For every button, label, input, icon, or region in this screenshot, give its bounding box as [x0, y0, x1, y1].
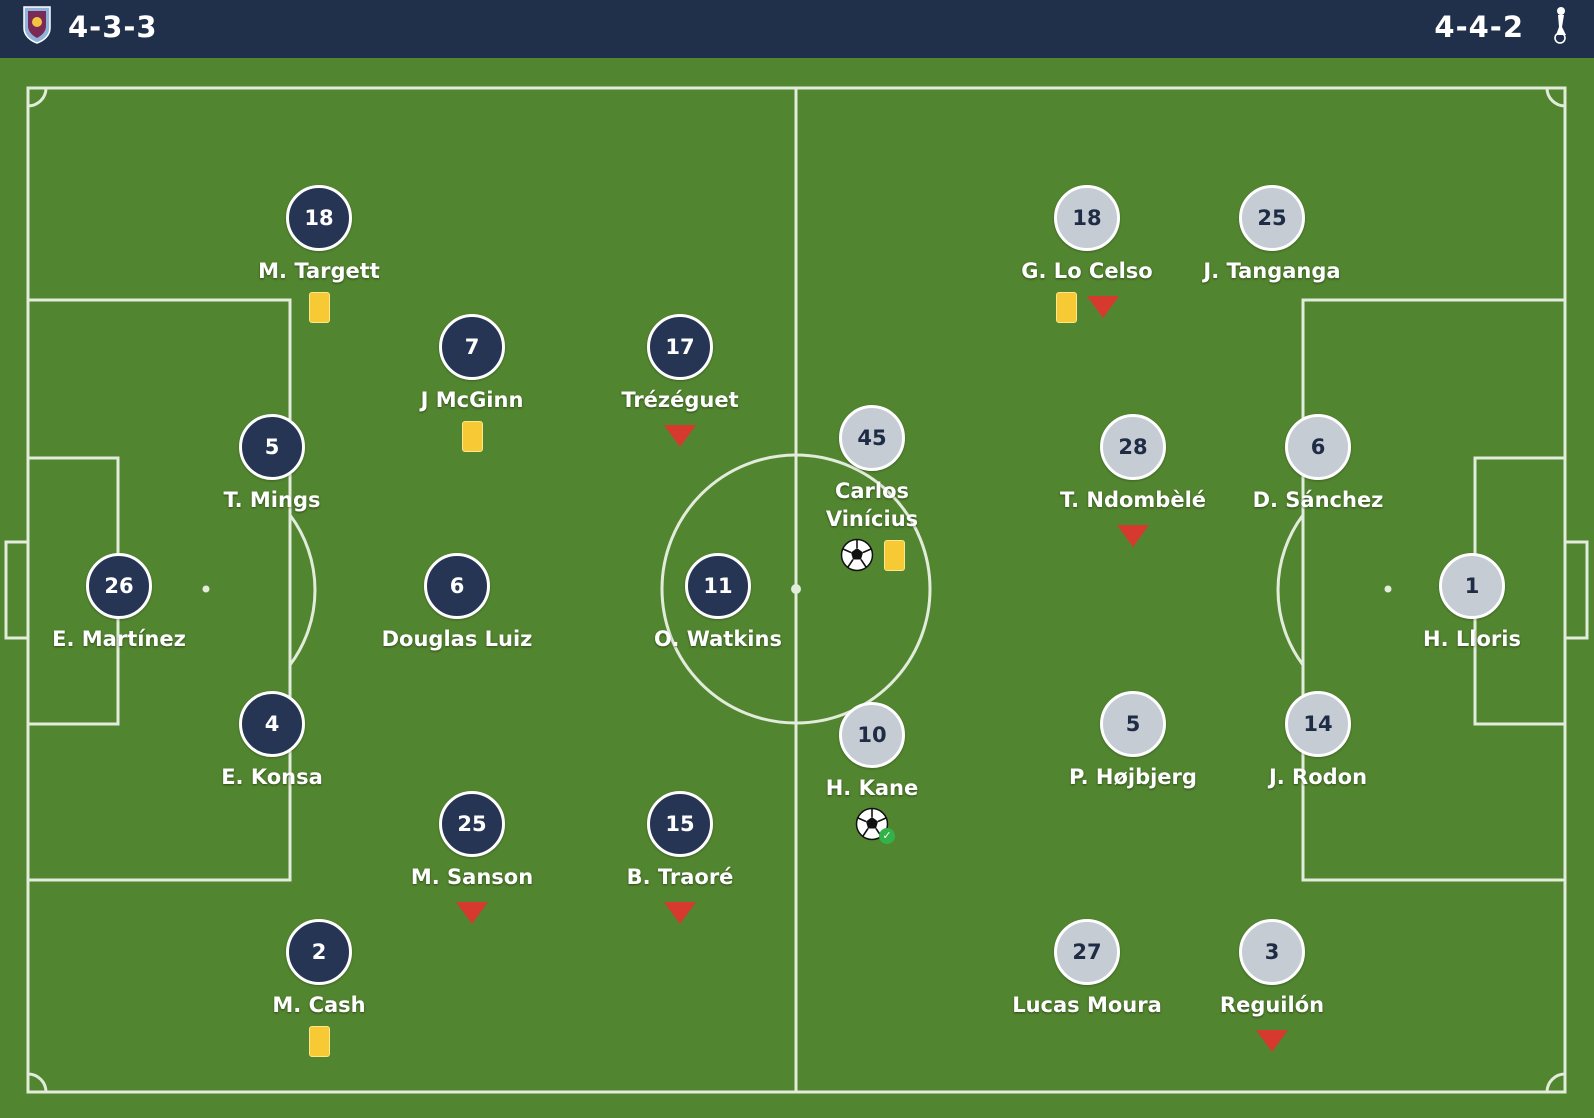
player-name: M. Sanson — [410, 865, 534, 889]
home-player[interactable]: 11 O. Watkins — [633, 553, 803, 653]
yellow-card-icon — [883, 539, 905, 571]
home-player[interactable]: 18 M. Targett — [234, 185, 404, 325]
lineup-header: 4-3-3 4-4-2 — [0, 0, 1594, 58]
shirt-number: 5 — [239, 414, 305, 480]
home-player[interactable]: 4 E. Konsa — [187, 691, 357, 791]
shirt-number: 27 — [1054, 919, 1120, 985]
player-events — [234, 289, 404, 325]
player-events — [1187, 1023, 1357, 1059]
shirt-number: 25 — [1239, 185, 1305, 251]
home-player[interactable]: 2 M. Cash — [234, 919, 404, 1059]
away-player[interactable]: 5 P. Højbjerg — [1048, 691, 1218, 791]
player-name: H. Lloris — [1423, 627, 1521, 651]
shirt-number: 2 — [286, 919, 352, 985]
player-events — [595, 418, 765, 454]
substitution-off-icon — [664, 902, 696, 924]
shirt-number: 11 — [685, 553, 751, 619]
shirt-number: 10 — [839, 702, 905, 768]
player-name: Trézéguet — [621, 388, 739, 412]
shirt-number: 5 — [1100, 691, 1166, 757]
player-name: G. Lo Celso — [1021, 259, 1153, 283]
yellow-card-icon — [461, 420, 483, 452]
player-name: E. Martínez — [52, 627, 186, 651]
home-player[interactable]: 25 M. Sanson — [387, 791, 557, 931]
player-name: J. Tanganga — [1203, 259, 1341, 283]
player-events — [1048, 518, 1218, 554]
player-name: M. Targett — [258, 259, 380, 283]
player-name: O. Watkins — [654, 627, 782, 651]
shirt-number: 26 — [86, 553, 152, 619]
home-player[interactable]: 26 E. Martínez — [34, 553, 204, 653]
yellow-card-icon — [308, 291, 330, 323]
home-player[interactable]: 7 J McGinn — [387, 314, 557, 454]
player-name: H. Kane — [825, 776, 919, 800]
shirt-number: 28 — [1100, 414, 1166, 480]
player-name: D. Sánchez — [1252, 488, 1384, 512]
player-name: T. Mings — [223, 488, 321, 512]
substitution-off-icon — [1256, 1030, 1288, 1052]
away-player[interactable]: 28 T. Ndombèlé — [1048, 414, 1218, 554]
goal-ball-icon — [840, 538, 874, 572]
away-player[interactable]: 25 J. Tanganga — [1187, 185, 1357, 285]
substitution-off-icon — [1086, 296, 1119, 318]
away-player[interactable]: 18 G. Lo Celso — [1002, 185, 1172, 325]
player-events — [387, 895, 557, 931]
player-name: J McGinn — [420, 388, 524, 412]
shirt-number: 6 — [1285, 414, 1351, 480]
shirt-number: 6 — [424, 553, 490, 619]
shirt-number: 14 — [1285, 691, 1351, 757]
player-events — [234, 1023, 404, 1059]
away-player[interactable]: 14 J. Rodon — [1233, 691, 1403, 791]
player-name: E. Konsa — [221, 765, 323, 789]
home-player[interactable]: 15 B. Traoré — [595, 791, 765, 931]
aston-villa-crest-icon — [23, 6, 51, 44]
player-events — [787, 537, 957, 573]
substitution-off-icon — [1117, 525, 1149, 547]
player-name: P. Højbjerg — [1069, 765, 1197, 789]
shirt-number: 25 — [439, 791, 505, 857]
shirt-number: 18 — [1054, 185, 1120, 251]
player-name: Reguilón — [1219, 993, 1325, 1017]
home-player[interactable]: 5 T. Mings — [187, 414, 357, 514]
shirt-number: 3 — [1239, 919, 1305, 985]
player-name: J. Rodon — [1268, 765, 1368, 789]
shirt-number: 15 — [647, 791, 713, 857]
player-events — [595, 895, 765, 931]
player-name: T. Ndombèlé — [1059, 488, 1207, 512]
player-name: B. Traoré — [626, 865, 734, 889]
shirt-number: 7 — [439, 314, 505, 380]
goal-confirmed-icon: ✓ — [855, 807, 895, 844]
player-name: Lucas Moura — [1012, 993, 1162, 1017]
shirt-number: 4 — [239, 691, 305, 757]
away-player[interactable]: 10 H. Kane ✓ — [787, 702, 957, 844]
shirt-number: 17 — [647, 314, 713, 380]
shirt-number: 1 — [1439, 553, 1505, 619]
substitution-off-icon — [456, 902, 488, 924]
player-events — [387, 418, 557, 454]
player-events: ✓ — [787, 806, 957, 844]
substitution-off-icon — [664, 425, 696, 447]
away-player[interactable]: 6 D. Sánchez — [1233, 414, 1403, 514]
pitch-markings — [4, 86, 1589, 1094]
check-icon: ✓ — [879, 828, 895, 844]
tottenham-crest-icon — [1554, 7, 1566, 44]
yellow-card-icon — [308, 1025, 330, 1057]
yellow-card-icon — [1055, 291, 1077, 323]
home-formation: 4-3-3 — [68, 10, 158, 44]
player-events — [1002, 289, 1172, 325]
shirt-number: 45 — [839, 405, 905, 471]
away-formation: 4-4-2 — [1434, 10, 1524, 44]
player-name: Douglas Luiz — [381, 627, 533, 651]
shirt-number: 18 — [286, 185, 352, 251]
away-player[interactable]: 1 H. Lloris — [1387, 553, 1557, 653]
player-name: Carlos Vinícius — [825, 479, 919, 531]
player-name: M. Cash — [272, 993, 366, 1017]
